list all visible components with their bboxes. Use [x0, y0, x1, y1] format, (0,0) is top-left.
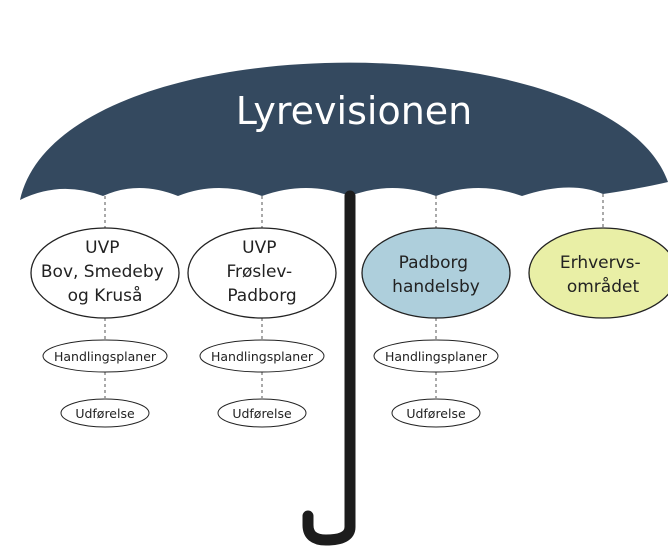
plans-2-label: Handlingsplaner [211, 349, 314, 364]
node-1-label: UVP Bov, Smedeby og Kruså [41, 238, 169, 306]
node-uvp-bov [30, 227, 180, 319]
execution-3-label: Udførelse [406, 406, 466, 421]
execution-1-label: Udførelse [75, 406, 135, 421]
plans-2-pill [199, 339, 325, 373]
execution-3-pill [391, 398, 481, 428]
node-4-label: Erhvervs- området [560, 253, 646, 297]
execution-2-label: Udførelse [232, 406, 292, 421]
plans-3-label: Handlingsplaner [385, 349, 488, 364]
node-uvp-froslev [187, 227, 337, 319]
plans-1-pill [42, 339, 168, 373]
node-padborg-handelsby [361, 227, 511, 319]
node-3-label: Padborg handelsby [392, 253, 480, 297]
node-erhvervsomraadet [528, 227, 668, 319]
umbrella-handle [302, 190, 356, 546]
node-2-label: UVP Frøslev- Padborg [226, 238, 297, 306]
execution-2-pill [217, 398, 307, 428]
plans-3-pill [373, 339, 499, 373]
umbrella-canopy [20, 62, 668, 200]
diagram-title: Lyrevisionen [236, 89, 473, 133]
plans-1-label: Handlingsplaner [54, 349, 157, 364]
execution-1-pill [60, 398, 150, 428]
